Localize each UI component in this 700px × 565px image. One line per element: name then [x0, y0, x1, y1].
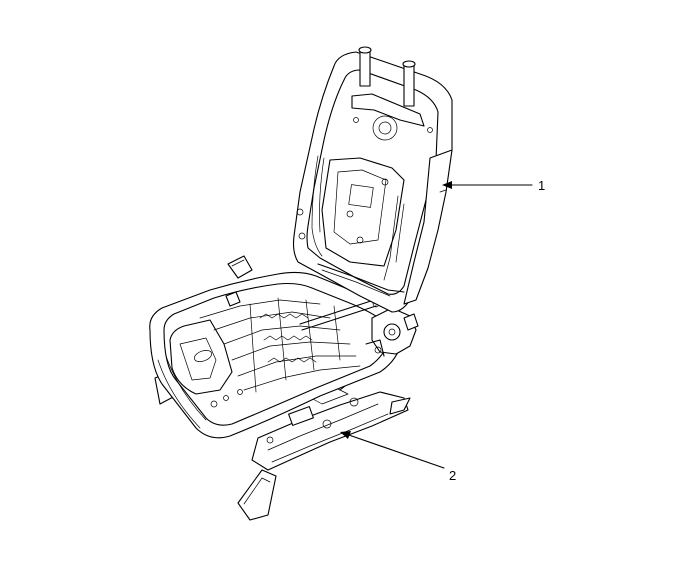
seat-track: [154, 369, 411, 521]
callout-label-1: 1: [538, 178, 546, 193]
seat-cushion-frame: [149, 255, 403, 439]
arrowhead-icon: [442, 181, 452, 189]
callout-leader-1: [442, 181, 533, 189]
callout-label-2: 2: [449, 468, 457, 483]
headrest-guide-left: [359, 49, 371, 87]
recliner-mechanism: [365, 307, 419, 357]
callout-leader-2: [340, 431, 445, 469]
seatback-frame: [292, 46, 453, 313]
arrowhead-icon: [340, 431, 351, 439]
